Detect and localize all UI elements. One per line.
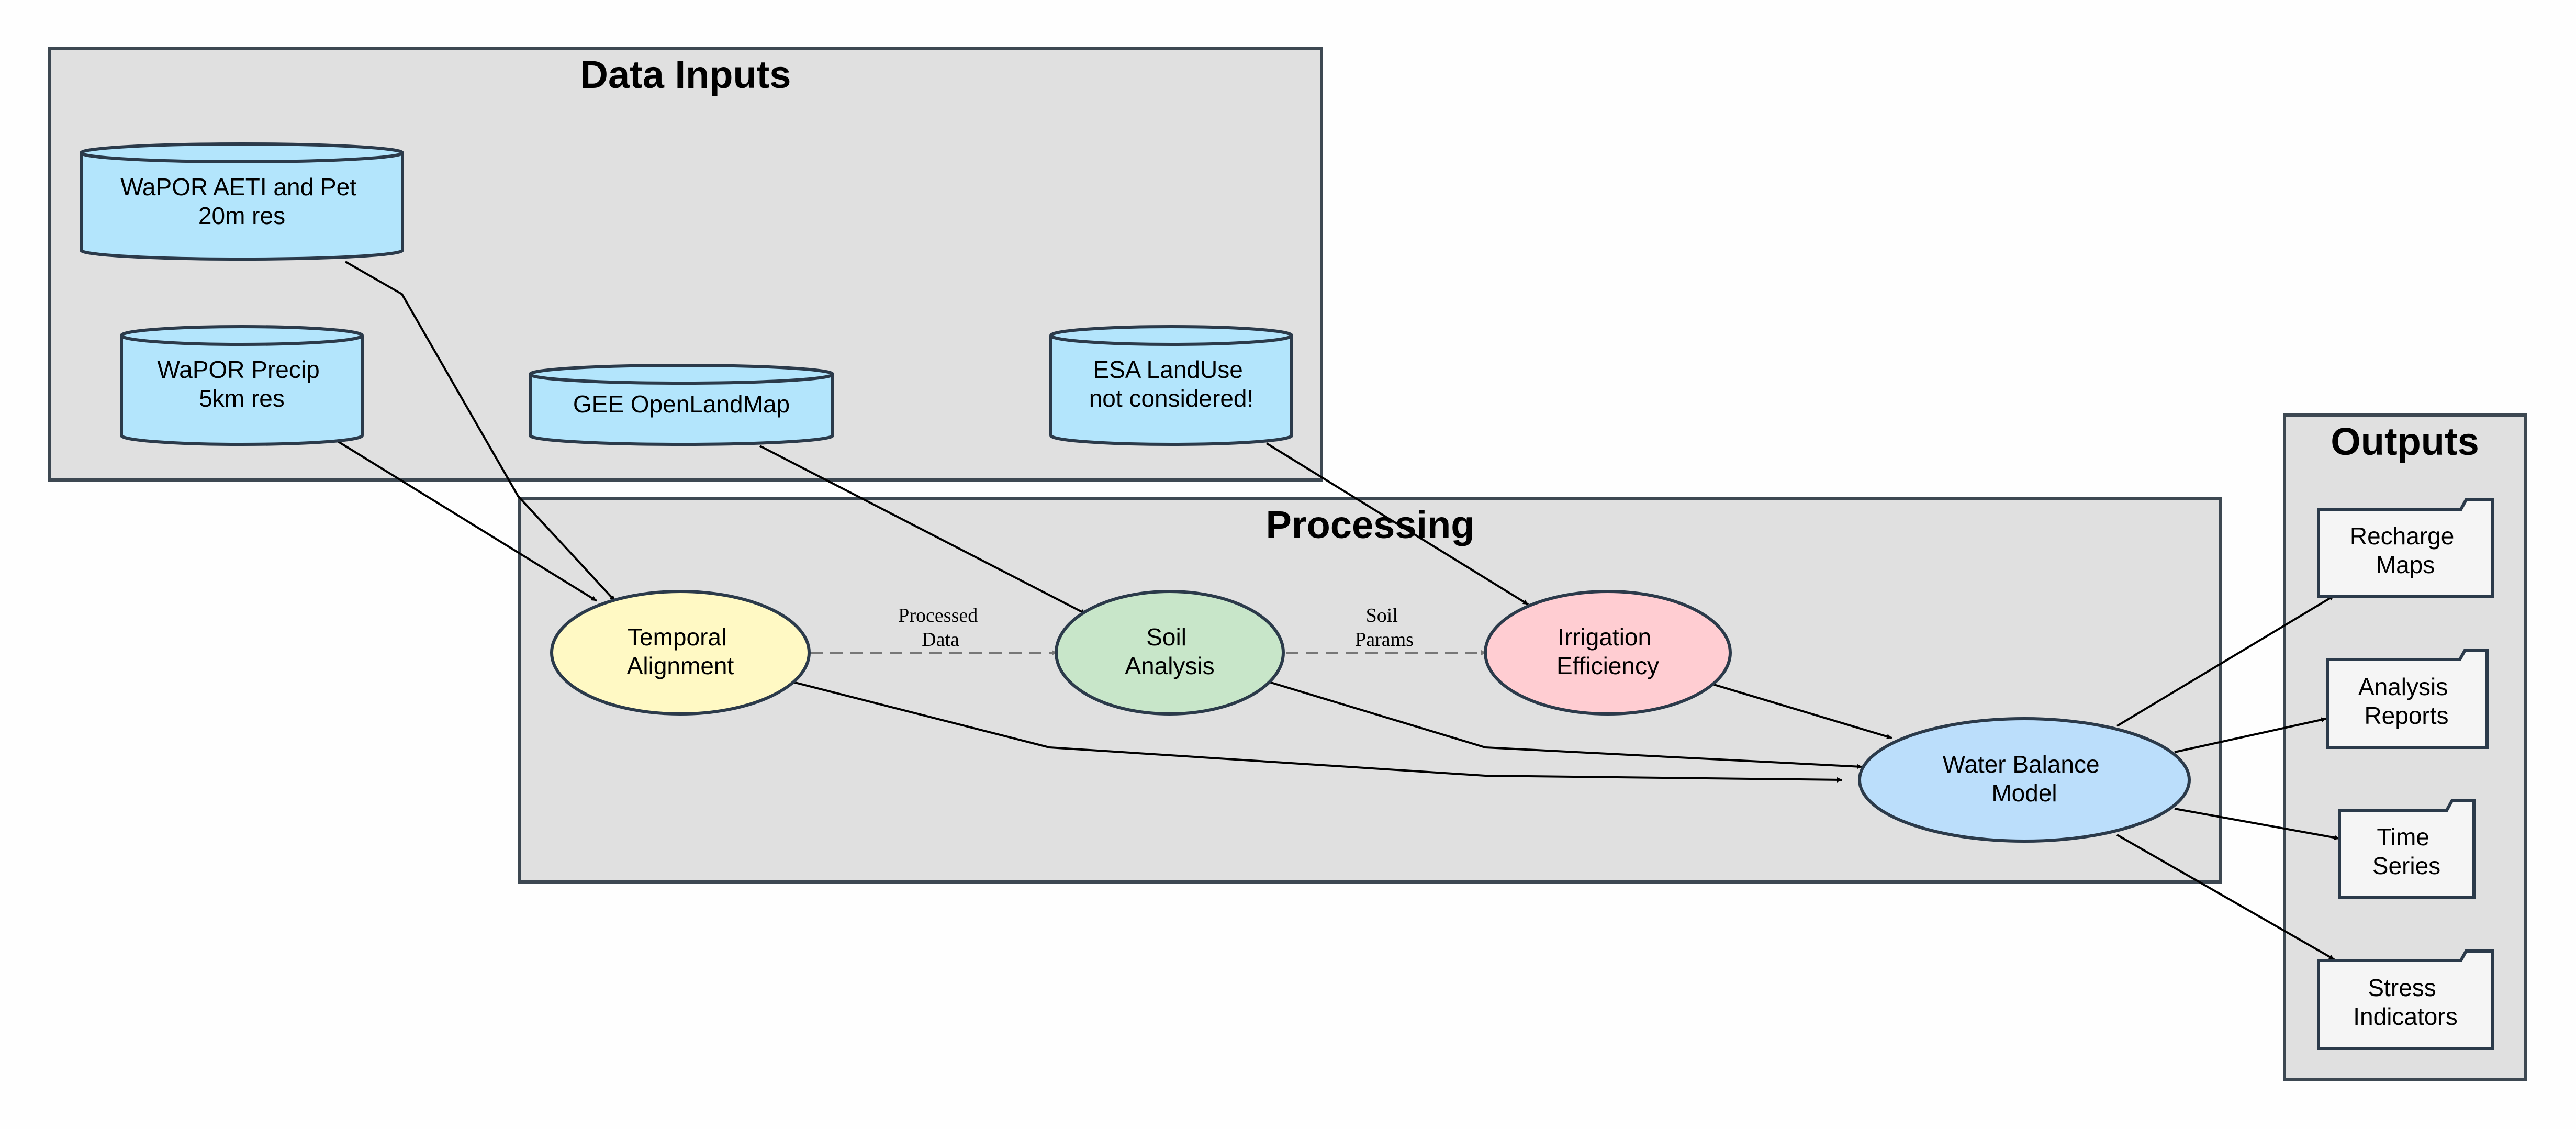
node-time-series[interactable]: Time Series bbox=[2338, 799, 2476, 899]
node-gee-openlandmap[interactable]: GEE OpenLandMap bbox=[529, 364, 834, 446]
svg-text:Stress Indicators: Stress Indicators bbox=[2353, 974, 2457, 1030]
node-gee-line1: GEE OpenLandMap bbox=[573, 390, 790, 418]
edge-esa-to-irrigation bbox=[1265, 442, 1529, 606]
node-wapor-precip[interactable]: WaPOR Precip 5km res bbox=[120, 325, 364, 446]
node-temporal-line1: Temporal bbox=[628, 623, 726, 651]
edge-label-soil-params: Soil Params bbox=[1355, 605, 1414, 651]
node-water-balance-line2: Model bbox=[1991, 779, 2057, 807]
node-irrigation-line1: Irrigation bbox=[1558, 623, 1651, 651]
svg-text:Recharge Maps: Recharge Maps bbox=[2350, 522, 2461, 578]
node-temporal-alignment[interactable]: Temporal Alignment bbox=[550, 590, 811, 716]
edge-temporal-to-water-balance bbox=[792, 681, 1843, 783]
edge-wb-to-timeseries bbox=[2174, 808, 2340, 841]
edge-label-processed-data: Processed Data bbox=[898, 605, 982, 651]
node-wapor-precip-line2: 5km res bbox=[199, 385, 285, 412]
node-analysis-line1: Analysis bbox=[2358, 673, 2448, 700]
svg-text:Water Balance Model: Water Balance Model bbox=[1943, 751, 2107, 807]
node-soil-line2: Analysis bbox=[1125, 652, 1214, 679]
svg-text:ESA LandUse not consider: ESA LandUse not considered! bbox=[1089, 356, 1254, 412]
node-time-series-line2: Series bbox=[2372, 852, 2440, 879]
cluster-title-outputs: Outputs bbox=[2331, 420, 2479, 463]
svg-text:Analysis Reports: Analysis Reports bbox=[2358, 673, 2455, 729]
svg-text:Soil Analysis: Soil Analysis bbox=[1125, 623, 1214, 679]
edge-wb-to-recharge bbox=[2116, 595, 2335, 727]
svg-text:GEE OpenLandMap: GEE OpenLandMap bbox=[573, 390, 790, 418]
node-irrigation-efficiency[interactable]: Irrigation Efficiency bbox=[1484, 590, 1732, 716]
node-stress-line1: Stress bbox=[2368, 974, 2436, 1001]
cluster-title-data-inputs: Data Inputs bbox=[580, 53, 791, 96]
svg-text:Irrigation Efficiency: Irrigation Efficiency bbox=[1556, 623, 1659, 679]
node-analysis-line2: Reports bbox=[2364, 702, 2448, 729]
node-wapor-aeti-line1: WaPOR AETI and Pet bbox=[120, 173, 356, 200]
edge-soil-to-water-balance bbox=[1269, 681, 1863, 769]
node-irrigation-line2: Efficiency bbox=[1556, 652, 1659, 679]
svg-text:Temporal Alignment: Temporal Alignment bbox=[627, 623, 734, 679]
edge-wb-to-stress bbox=[2116, 834, 2335, 960]
svg-text:WaPOR Precip 5km res: WaPOR Precip 5km res bbox=[158, 356, 327, 412]
node-time-series-line1: Time bbox=[2377, 823, 2429, 851]
edge-gee-to-soil bbox=[759, 445, 1087, 615]
edge-wb-to-analysis bbox=[2174, 717, 2327, 753]
node-soil-line1: Soil bbox=[1146, 623, 1186, 651]
node-stress-line2: Indicators bbox=[2353, 1003, 2457, 1030]
node-wapor-precip-line1: WaPOR Precip bbox=[158, 356, 320, 383]
node-wapor-aeti[interactable]: WaPOR AETI and Pet 20m res bbox=[80, 142, 404, 261]
cluster-title-processing: Processing bbox=[1266, 503, 1475, 546]
edge-precip-to-temporal bbox=[337, 440, 598, 602]
edge-aeti-to-temporal bbox=[345, 261, 616, 602]
node-wapor-aeti-line2: 20m res bbox=[198, 202, 285, 229]
node-esa-line1: ESA LandUse bbox=[1093, 356, 1242, 383]
edges bbox=[337, 261, 2340, 960]
svg-text:Time Series: Time Series bbox=[2372, 823, 2440, 879]
node-recharge-maps[interactable]: Recharge Maps bbox=[2317, 498, 2494, 598]
node-temporal-line2: Alignment bbox=[627, 652, 734, 679]
node-stress-indicators[interactable]: Stress Indicators bbox=[2317, 949, 2494, 1050]
node-recharge-line1: Recharge bbox=[2350, 522, 2454, 550]
node-water-balance-line1: Water Balance bbox=[1943, 751, 2100, 778]
node-esa-line2: not considered! bbox=[1089, 385, 1254, 412]
edge-irrigation-to-water-balance bbox=[1713, 684, 1892, 739]
node-recharge-line2: Maps bbox=[2376, 551, 2435, 578]
node-esa-landuse[interactable]: ESA LandUse not considered! bbox=[1049, 325, 1293, 446]
node-analysis-reports[interactable]: Analysis Reports bbox=[2326, 649, 2489, 749]
node-water-balance-model[interactable]: Water Balance Model bbox=[1858, 717, 2191, 843]
svg-text:WaPOR AETI and Pet 20m r: WaPOR AETI and Pet 20m res bbox=[120, 173, 363, 229]
node-soil-analysis[interactable]: Soil Analysis bbox=[1055, 590, 1285, 716]
